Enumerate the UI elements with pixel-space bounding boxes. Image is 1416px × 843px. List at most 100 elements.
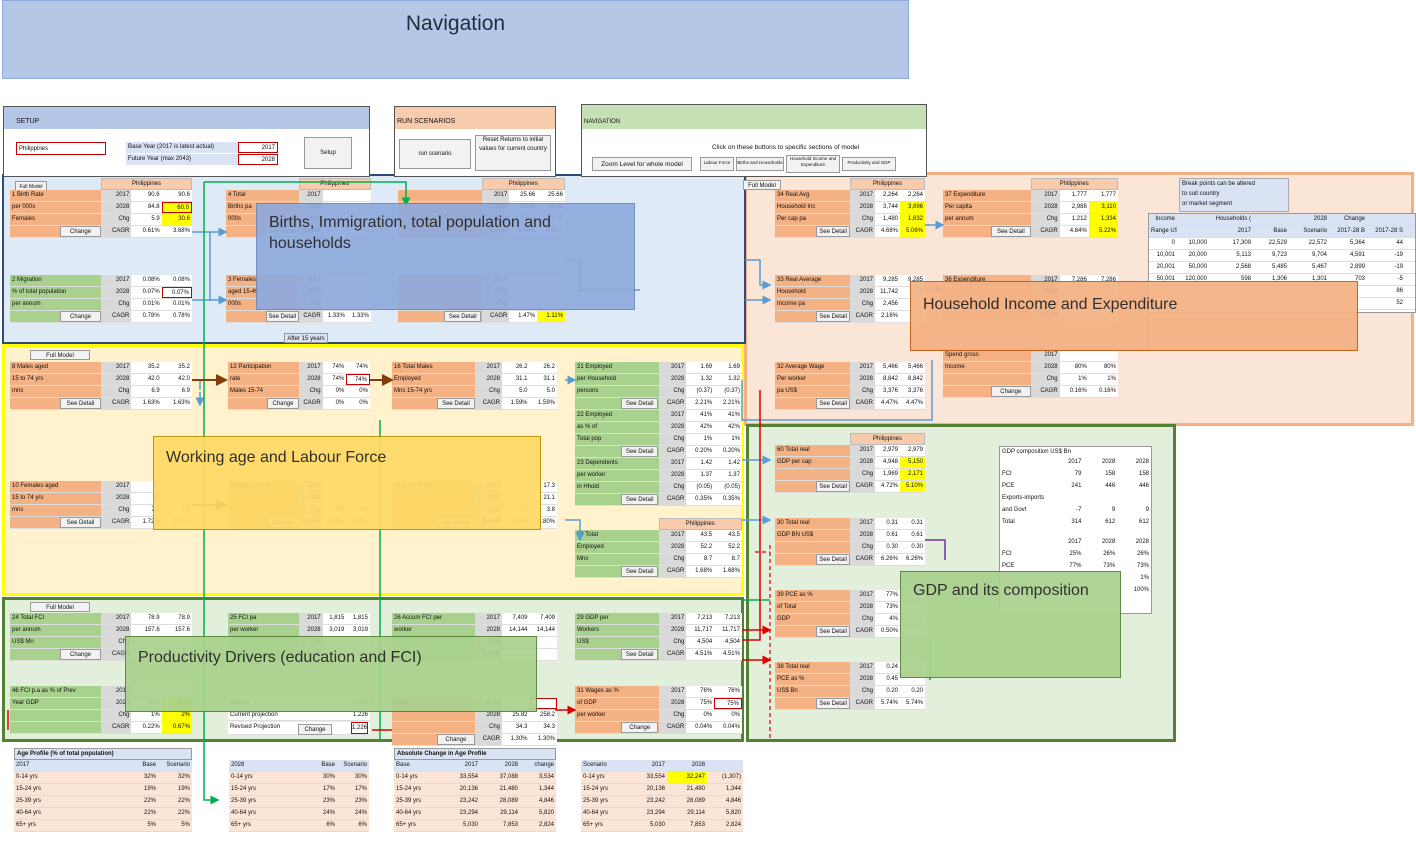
row-scenario-value[interactable]: 42.0	[161, 374, 192, 385]
projection-value[interactable]: 1.226	[352, 712, 368, 718]
row-scenario-value[interactable]: 34.3	[529, 722, 557, 733]
row-scenario-value[interactable]: 5.06%	[900, 226, 925, 237]
row-scenario-value[interactable]: 1.32	[714, 374, 742, 385]
row-scenario-value[interactable]: 1.68%	[714, 566, 742, 577]
nav-income-button[interactable]: Household Income and Expenditure	[786, 155, 840, 173]
row-scenario-value[interactable]: 2.21%	[714, 398, 742, 409]
row-scenario-value[interactable]: 1.30%	[529, 734, 557, 745]
row-scenario-value[interactable]: 5.0	[529, 386, 557, 397]
row-scenario-value[interactable]: 2,171	[900, 469, 925, 480]
row-scenario-value[interactable]: 21.1	[529, 493, 557, 504]
row-scenario-value[interactable]: 1.63%	[161, 398, 192, 409]
see-detail-button[interactable]: See Detail	[265, 311, 299, 322]
row-scenario-value[interactable]: 1%	[714, 434, 742, 445]
row-scenario-value[interactable]: 7,286	[1088, 275, 1118, 286]
see-detail-button[interactable]: See Detail	[60, 398, 101, 409]
row-scenario-value[interactable]: 76%	[714, 686, 742, 697]
full-model-button-working[interactable]: Full Model	[30, 350, 90, 360]
see-detail-button[interactable]: See Detail	[620, 446, 659, 457]
row-scenario-value[interactable]: 4.51%	[714, 649, 742, 660]
row-scenario-value[interactable]	[900, 674, 925, 685]
row-scenario-value[interactable]: 52.2	[714, 542, 742, 553]
run-scenario-button[interactable]: run scenario	[399, 139, 471, 169]
row-scenario-value[interactable]	[1088, 350, 1118, 361]
row-scenario-value[interactable]: 0.08%	[161, 275, 192, 286]
row-scenario-value[interactable]: 6.9	[161, 386, 192, 397]
change-button[interactable]: Change	[60, 311, 101, 322]
row-scenario-value[interactable]: 0.67%	[161, 722, 192, 733]
nav-births-button[interactable]: Births and Households	[736, 157, 784, 171]
full-model-button-income[interactable]: Full Model	[743, 180, 781, 190]
zoom-button[interactable]: Zoom Level for whole model	[592, 157, 692, 171]
row-scenario-value[interactable]: 0.30	[900, 542, 925, 553]
row-scenario-value[interactable]: 0%	[714, 710, 742, 721]
row-scenario-value[interactable]: 1%	[1088, 374, 1118, 385]
row-scenario-value[interactable]: 1,815	[346, 613, 370, 624]
row-scenario-value[interactable]: 0.61	[900, 530, 925, 541]
row-scenario-value[interactable]: 0.01%	[161, 299, 192, 310]
row-scenario-value[interactable]: 43.5	[714, 530, 742, 541]
row-scenario-value[interactable]: 78.9	[161, 613, 192, 624]
row-scenario-value[interactable]: 0.78%	[161, 311, 192, 322]
row-scenario-value[interactable]: 9,285	[900, 275, 925, 286]
row-scenario-value[interactable]: 3,110	[1088, 202, 1118, 213]
row-scenario-value[interactable]: 8.7	[714, 554, 742, 565]
change-button[interactable]: Change	[620, 722, 659, 733]
row-scenario-value[interactable]: 60.0	[161, 202, 192, 213]
row-scenario-value[interactable]: 8,842	[900, 374, 925, 385]
row-scenario-value[interactable]: 2,264	[900, 190, 925, 201]
navigation-banner[interactable]: Navigation	[2, 0, 909, 79]
row-scenario-value[interactable]: 0.20%	[714, 446, 742, 457]
row-scenario-value[interactable]: 7,213	[714, 613, 742, 624]
nav-productivity-button[interactable]: Productivity and GDP	[842, 157, 896, 171]
row-scenario-value[interactable]: 4.47%	[900, 398, 925, 409]
see-detail-button[interactable]: See Detail	[620, 649, 659, 660]
row-scenario-value[interactable]: 35.2	[161, 362, 192, 373]
row-scenario-value[interactable]: 90.6	[161, 190, 192, 201]
setup-button[interactable]: Setup	[304, 137, 352, 169]
change-button[interactable]: Change	[267, 398, 299, 409]
change-button[interactable]: Change	[60, 226, 101, 237]
see-detail-button[interactable]: See Detail	[437, 398, 475, 409]
nav-labour-button[interactable]: Labour Force	[700, 157, 734, 171]
row-scenario-value[interactable]: 0.20	[900, 686, 925, 697]
row-scenario-value[interactable]: 11,717	[714, 625, 742, 636]
projection-value[interactable]: 1.226	[350, 722, 368, 734]
future-year-value[interactable]: 2028	[238, 154, 278, 165]
row-scenario-value[interactable]	[529, 637, 557, 648]
see-detail-button[interactable]: See Detail	[816, 311, 850, 322]
see-detail-button[interactable]: See Detail	[816, 626, 850, 637]
row-scenario-value[interactable]: 3.8	[529, 505, 557, 516]
change-button[interactable]: Change	[60, 649, 101, 660]
row-scenario-value[interactable]: 2%	[161, 710, 192, 721]
row-scenario-value[interactable]: 17.3	[529, 481, 557, 492]
row-scenario-value[interactable]: 75%	[714, 698, 742, 709]
see-detail-button[interactable]: See Detail	[620, 566, 659, 577]
row-scenario-value[interactable]: 1.69	[714, 362, 742, 373]
row-scenario-value[interactable]: 1,777	[1088, 190, 1118, 201]
row-scenario-value[interactable]: 30.6	[161, 214, 192, 225]
full-model-button-productivity[interactable]: Full Model	[30, 602, 90, 612]
see-detail-button[interactable]: See Detail	[620, 398, 659, 409]
row-scenario-value[interactable]: 80%	[1088, 362, 1118, 373]
row-scenario-value[interactable]: 0.35%	[714, 494, 742, 505]
base-year-value[interactable]: 2017	[238, 142, 278, 153]
row-scenario-value[interactable]: 0.04%	[714, 722, 742, 733]
row-scenario-value[interactable]: 1,632	[900, 214, 925, 225]
row-scenario-value[interactable]: 3.68%	[161, 226, 192, 237]
row-scenario-value[interactable]: 157.6	[161, 625, 192, 636]
row-scenario-value[interactable]: 1.11%	[537, 311, 565, 322]
row-scenario-value[interactable]: 5,150	[900, 457, 925, 468]
row-scenario-value[interactable]: 0%	[346, 398, 370, 409]
row-scenario-value[interactable]: 6.26%	[900, 554, 925, 565]
change-button[interactable]: Change	[991, 386, 1031, 397]
row-scenario-value[interactable]: 74%	[346, 374, 370, 385]
row-scenario-value[interactable]: 5.10%	[900, 481, 925, 492]
row-scenario-value[interactable]: 1.42	[714, 458, 742, 469]
row-scenario-value[interactable]: 42%	[714, 422, 742, 433]
see-detail-button[interactable]: See Detail	[816, 481, 850, 492]
see-detail-button[interactable]: See Detail	[816, 698, 850, 709]
row-scenario-value[interactable]: 5.22%	[1088, 226, 1118, 237]
row-scenario-value[interactable]: 258.2	[529, 710, 557, 721]
row-scenario-value[interactable]: 0.07%	[161, 287, 192, 298]
